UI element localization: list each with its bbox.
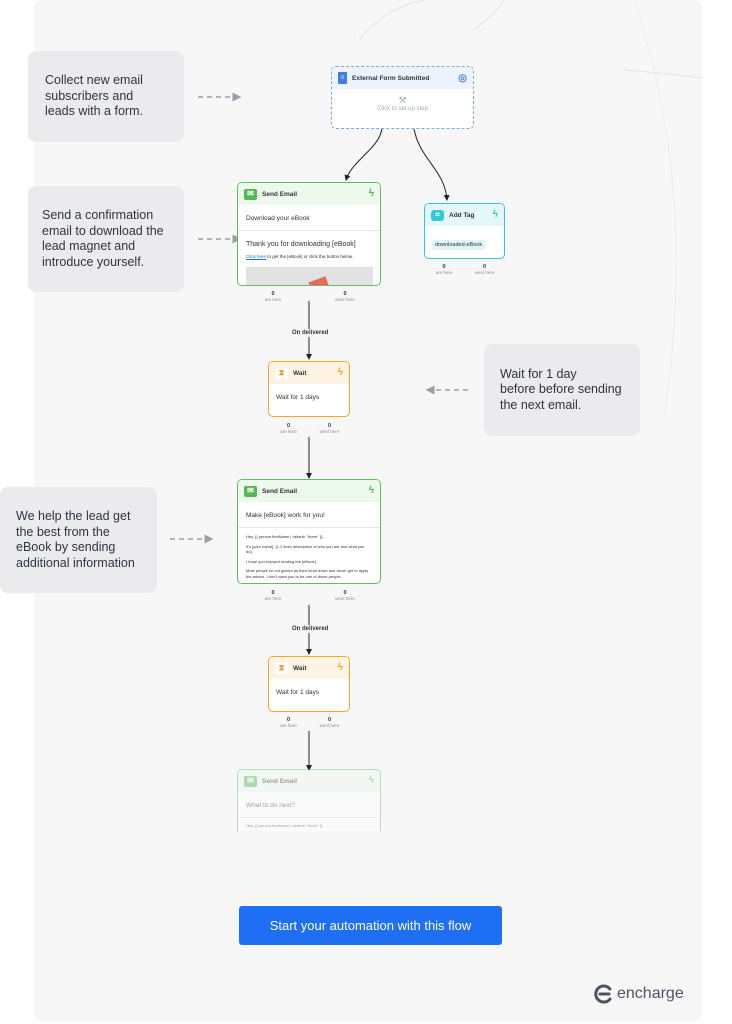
lightning-icon: ϟ xyxy=(337,367,343,378)
start-automation-button[interactable]: Start your automation with this flow xyxy=(239,906,502,945)
note-wait-one-day: Wait for 1 day before before sending the… xyxy=(484,344,640,436)
envelope-icon: ✉ xyxy=(244,775,257,787)
add-tag-header: ⌗ Add Tag ϟ xyxy=(425,204,504,226)
email-1-heading: Thank you for downloading [eBook] xyxy=(246,241,356,248)
send-email-1-title: Send Email xyxy=(262,190,298,198)
email-1-link[interactable]: Click here xyxy=(246,254,267,259)
hourglass-icon: ⧗ xyxy=(275,367,288,379)
wait-2-header: ⧗ Wait ϟ xyxy=(269,657,349,679)
trigger-node[interactable]: ≡ External Form Submitted ◎ ⚒ Click to s… xyxy=(331,66,474,129)
wrench-icon: ⚒ xyxy=(398,95,407,105)
note-collect-subscribers: Collect new email subscribers and leads … xyxy=(28,51,184,142)
lightning-icon: ϟ xyxy=(337,662,343,673)
tag-chip: downloaded-eBook xyxy=(432,240,486,250)
email-1-image-preview xyxy=(246,267,373,285)
send-email-node-2[interactable]: ✉ Send Email ϟ Make [eBook] work for you… xyxy=(237,479,381,584)
lightning-icon: ϟ xyxy=(368,188,374,199)
trigger-setup[interactable]: ⚒ Click to set up step xyxy=(332,89,473,112)
image-shape xyxy=(308,276,330,285)
lightning-icon: ϟ xyxy=(368,485,374,496)
encharge-logo[interactable]: encharge xyxy=(594,984,684,1004)
brand-name: encharge xyxy=(617,985,684,1002)
wait-2-title: Wait xyxy=(293,664,307,672)
send-email-1-header: ✉ Send Email ϟ xyxy=(238,183,380,205)
send-email-3-title: Send Email xyxy=(262,777,298,785)
email-1-subject: Download your eBook xyxy=(246,215,310,222)
form-document-icon: ≡ xyxy=(338,72,347,84)
email-2-subject: Make [eBook] work for you! xyxy=(246,512,325,519)
tag-icon: ⌗ xyxy=(431,209,444,221)
wait-1-title: Wait xyxy=(293,369,307,377)
trigger-title: External Form Submitted xyxy=(352,74,430,82)
divider xyxy=(238,527,380,528)
branch-label-on-delivered: On delivered xyxy=(290,625,331,633)
wait-node-2[interactable]: ⧗ Wait ϟ Wait for 1 days xyxy=(268,656,350,712)
hourglass-icon: ⧗ xyxy=(275,662,288,674)
divider xyxy=(238,230,380,231)
setup-hint: Click to set up step xyxy=(377,106,428,112)
trigger-header: ≡ External Form Submitted ◎ xyxy=(332,67,473,89)
send-email-3-header: ✉ Send Email ϟ xyxy=(238,770,380,792)
divider xyxy=(238,817,380,818)
send-email-2-header: ✉ Send Email ϟ xyxy=(238,480,380,502)
settings-target-icon[interactable]: ◎ xyxy=(458,72,467,84)
send-email-node-3[interactable]: ✉ Send Email ϟ What to do next? Hey, {{ … xyxy=(237,769,381,831)
add-tag-title: Add Tag xyxy=(449,211,475,219)
envelope-icon: ✉ xyxy=(244,485,257,497)
lightning-icon: ϟ xyxy=(368,775,374,786)
note-help-lead: We help the lead get the best from the e… xyxy=(0,487,157,593)
lightning-icon: ϟ xyxy=(492,209,498,220)
branch-label-on-delivered: On delivered xyxy=(290,329,331,337)
add-tag-node[interactable]: ⌗ Add Tag ϟ downloaded-eBook xyxy=(424,203,505,259)
encharge-logo-icon xyxy=(594,984,612,1004)
wait-2-body: Wait for 1 days xyxy=(276,689,320,696)
wait-1-header: ⧗ Wait ϟ xyxy=(269,362,349,384)
envelope-icon: ✉ xyxy=(244,188,257,200)
send-email-2-title: Send Email xyxy=(262,487,298,495)
wait-node-1[interactable]: ⧗ Wait ϟ Wait for 1 days xyxy=(268,361,350,417)
email-1-line: Click here to get the [eBook] or click t… xyxy=(246,254,354,259)
email-3-line: Hey, {{ person.firstName | default: "the… xyxy=(246,823,324,828)
email-2-body: Hey, {{ person.firstName | default: "the… xyxy=(246,534,369,579)
tag-body: downloaded-eBook xyxy=(425,226,504,251)
note-confirmation-email: Send a confirmation email to download th… xyxy=(28,186,184,292)
wait-1-body: Wait for 1 days xyxy=(276,394,320,401)
send-email-node-1[interactable]: ✉ Send Email ϟ Download your eBook Thank… xyxy=(237,182,381,286)
email-3-subject: What to do next? xyxy=(246,802,296,809)
